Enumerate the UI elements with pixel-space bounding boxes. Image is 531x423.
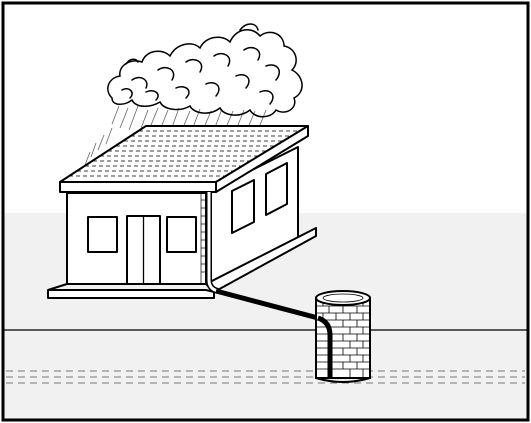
house-plinth-front — [47, 289, 215, 299]
well-top-rim — [315, 290, 371, 306]
side-window-left — [231, 179, 255, 234]
front-window-right — [166, 216, 197, 253]
roof-tiles — [69, 130, 301, 177]
wall-brick-edge — [200, 193, 206, 284]
well-bottom-curve — [315, 377, 371, 383]
house — [47, 125, 317, 299]
roof-side-edge — [215, 125, 309, 193]
brick-well — [315, 290, 371, 383]
rain-streaks — [84, 105, 267, 166]
roof-front-edge — [59, 181, 217, 193]
side-window-right — [265, 162, 288, 216]
pipe-inside-well — [317, 315, 333, 378]
rain-cloud — [107, 23, 303, 118]
water-table — [6, 370, 525, 384]
front-window-left — [87, 216, 118, 253]
door — [126, 215, 161, 285]
